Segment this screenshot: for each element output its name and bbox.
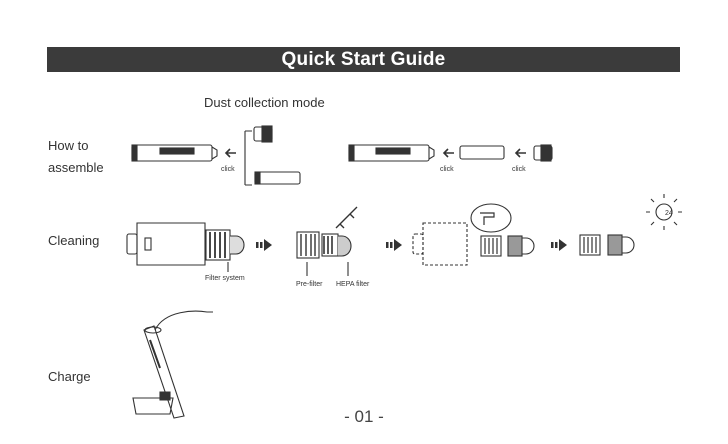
filter-system-illustration <box>206 230 244 260</box>
double-arrow-icon <box>256 239 272 251</box>
vacuum-body-illustration-2 <box>349 145 434 161</box>
hepa-filter-illustration <box>322 234 351 256</box>
pre-filter-illustration <box>297 232 319 258</box>
double-arrow-icon <box>551 239 567 251</box>
nozzle-illustration <box>254 126 272 142</box>
faucet-callout-icon <box>471 204 511 232</box>
sun-timer-icon <box>646 194 682 230</box>
arrow-icon <box>226 149 236 157</box>
dust-cup-open-illustration-2 <box>413 223 467 265</box>
double-arrow-icon <box>386 239 402 251</box>
vacuum-body-illustration-1 <box>132 145 217 161</box>
arrow-icon <box>516 149 526 157</box>
nozzle-illustration-2 <box>534 145 552 161</box>
dust-cup-illustration <box>255 172 300 184</box>
arrow-icon <box>444 149 454 157</box>
charging-vacuum-illustration <box>133 326 184 418</box>
dust-cup-illustration-2 <box>460 146 504 159</box>
brush-tool-icon <box>336 207 357 228</box>
charging-cable <box>155 311 213 330</box>
dried-filter-illustration <box>580 235 634 255</box>
bracket-icon <box>245 131 252 185</box>
dust-cup-open-illustration <box>127 223 205 265</box>
wash-filter-illustration <box>481 236 534 256</box>
page-number: - 01 - <box>0 407 728 427</box>
